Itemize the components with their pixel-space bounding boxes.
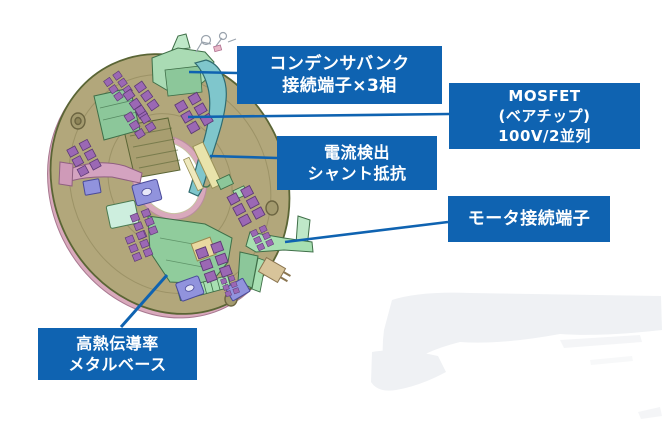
teal-strap (188, 59, 227, 197)
tan-connector (257, 256, 291, 284)
callout-text-line: 接続端子×3相 (282, 76, 397, 96)
callout-text-line: 100V/2並列 (498, 127, 591, 146)
leader-mosfet (187, 112, 450, 119)
callout-mosfet: MOSFET (ベアチップ) 100V/2並列 (449, 83, 640, 149)
mint-box (105, 199, 140, 229)
board-components (58, 31, 314, 302)
callout-text-line: 高熱伝導率 (76, 333, 159, 353)
callout-motor-terminal: モータ接続端子 (448, 196, 610, 242)
callout-capacitor-bank-terminal: コンデンサバンク 接続端子×3相 (237, 46, 442, 104)
callout-text-line: シャント抵抗 (307, 164, 407, 183)
leader-motor-terminal (284, 220, 449, 244)
callout-text-line: (ベアチップ) (498, 106, 591, 125)
watermark (371, 292, 662, 419)
leader-current-shunt (209, 154, 278, 160)
leader-metal-base (119, 274, 169, 328)
callout-text-line: メタルベース (68, 355, 167, 374)
capacitor-bank-bracket (151, 33, 215, 97)
callout-text-line: 電流検出 (323, 142, 390, 162)
leader-capacitor-bank (188, 70, 238, 75)
callout-metal-base: 高熱伝導率 メタルベース (38, 328, 197, 380)
callout-text-line: コンデンサバンク (269, 53, 410, 74)
leader-lines (119, 70, 450, 328)
callout-current-shunt: 電流検出 シャント抵抗 (277, 136, 437, 190)
top-clips (195, 31, 237, 53)
callout-text-line: モータ接続端子 (467, 208, 591, 229)
callout-text-line: MOSFET (508, 86, 581, 105)
